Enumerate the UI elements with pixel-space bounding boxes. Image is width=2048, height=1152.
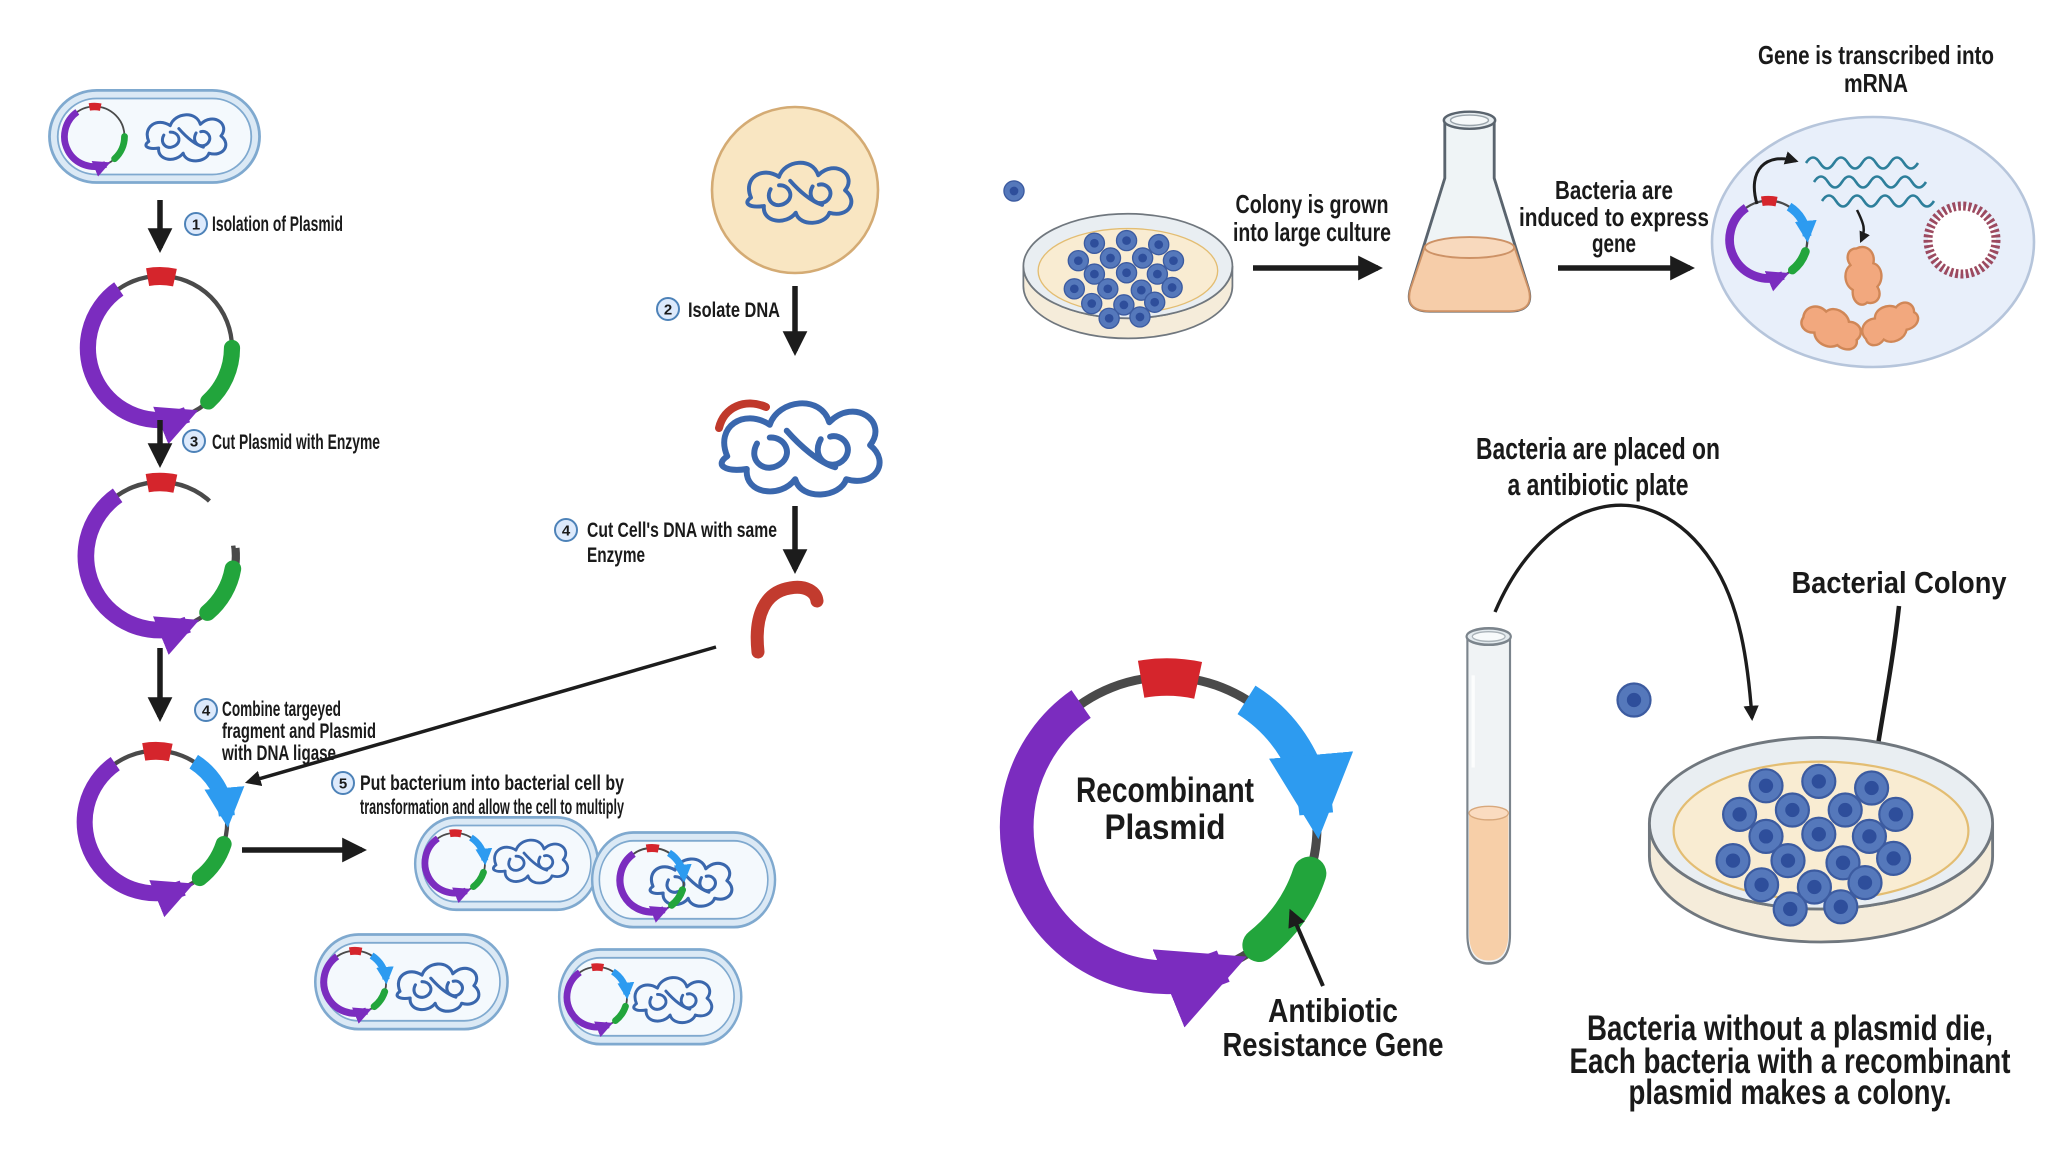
step-number: 2 <box>664 302 672 319</box>
transcription-arrow-icon <box>1752 151 1799 205</box>
svg-text:Gene is transcribed into: Gene is transcribed into <box>1758 40 1994 70</box>
resistance-gene-arrow-icon <box>1288 908 1325 987</box>
svg-text:Recombinant: Recombinant <box>1076 771 1254 810</box>
svg-text:Bacteria are placed on: Bacteria are placed on <box>1476 431 1720 466</box>
svg-text:a antibiotic plate: a antibiotic plate <box>1508 467 1689 502</box>
step-number: 4 <box>562 523 571 540</box>
transformed-cell-c <box>313 933 509 1031</box>
step-4-combine: 4 Combine targeyed fragment and Plasmid … <box>194 698 376 765</box>
step-label: Isolate DNA <box>688 299 780 322</box>
step-badge <box>182 429 206 453</box>
cell-membrane-icon <box>413 816 600 912</box>
translation-arrow-icon <box>1855 209 1870 244</box>
recombinant-plasmid-label: Recombinant Plasmid <box>1076 771 1254 847</box>
fragment-to-plasmid-arrow-icon <box>244 645 717 787</box>
svg-text:Plasmid: Plasmid <box>1105 808 1226 847</box>
bacterial-colony-label: Bacterial Colony <box>1792 565 2008 600</box>
donor-bacterium-cell <box>48 89 261 184</box>
target-gene-segment-icon <box>715 399 770 432</box>
step-label: transformation and allow the cell to mul… <box>360 796 624 819</box>
svg-text:induced to express: induced to express <box>1519 202 1709 232</box>
svg-text:Antibiotic: Antibiotic <box>1268 992 1398 1029</box>
svg-text:Resistance Gene: Resistance Gene <box>1223 1026 1444 1063</box>
step-badge <box>554 518 578 542</box>
step-number: 4 <box>202 703 211 720</box>
step-label: fragment and Plasmid <box>222 720 376 743</box>
step-number: 3 <box>190 434 198 451</box>
step-label: Cut Cell's DNA with same <box>587 519 777 542</box>
resistance-gene-label: Antibiotic Resistance Gene <box>1223 992 1444 1063</box>
step-label: Put bacterium into bacterial cell by <box>360 772 624 795</box>
source-cell <box>710 105 880 275</box>
svg-text:Bacteria without a plasmid die: Bacteria without a plasmid die, <box>1587 1009 1993 1048</box>
svg-text:mRNA: mRNA <box>1844 68 1908 98</box>
step-4-cut-dna: 4 Cut Cell's DNA with same Enzyme <box>554 518 777 567</box>
step-3: 3 Cut Plasmid with Enzyme <box>182 429 380 454</box>
colony-grown-label: Colony is grown into large culture <box>1233 189 1391 247</box>
expression-cell <box>1710 115 2036 369</box>
induce-label: Bacteria are induced to express gene <box>1519 175 1709 258</box>
isolated-dna-icon <box>715 399 880 494</box>
cell-membrane-icon <box>48 89 261 184</box>
cell-membrane-icon <box>1710 115 2036 369</box>
svg-text:gene: gene <box>1592 228 1636 258</box>
step-1: 1 Isolation of Plasmid <box>184 212 343 236</box>
step-number: 5 <box>339 776 347 793</box>
test-tube-icon <box>1464 626 1513 966</box>
step-label: Isolation of Plasmid <box>212 213 343 236</box>
svg-text:Colony is grown: Colony is grown <box>1236 189 1389 219</box>
step-badge <box>331 771 355 795</box>
plate-label: Bacteria are placed on a antibiotic plat… <box>1476 431 1720 502</box>
cut-plasmid-icon <box>86 482 238 630</box>
step-label: with DNA ligase <box>221 742 336 765</box>
transformed-cell-d <box>557 948 743 1046</box>
step-5: 5 Put bacterium into bacterial cell by t… <box>331 771 624 819</box>
cell-membrane-icon <box>710 105 880 275</box>
svg-text:Each bacteria with a recombina: Each bacteria with a recombinant <box>1570 1042 2011 1081</box>
conclusion-label: Bacteria without a plasmid die, Each bac… <box>1570 1009 2011 1112</box>
step-label: Enzyme <box>587 544 645 567</box>
transformed-cell-b <box>590 831 777 929</box>
ligated-recombinant-plasmid-icon <box>85 751 228 893</box>
transformed-cell-a <box>413 816 600 912</box>
step-label: Combine targeyed <box>222 698 341 721</box>
plating-arrow-icon <box>1493 503 1759 722</box>
antibiotic-plate-icon <box>1618 684 1993 943</box>
step-badge <box>194 698 218 722</box>
colony-plate-icon <box>1004 181 1232 338</box>
svg-text:into large culture: into large culture <box>1233 217 1391 247</box>
dna-fragment-icon <box>750 580 824 659</box>
step-badge <box>184 212 208 236</box>
step-label: Cut Plasmid with Enzyme <box>212 431 380 454</box>
culture-flask-icon <box>1407 110 1532 313</box>
transcribe-label: Gene is transcribed into mRNA <box>1758 40 1994 98</box>
isolated-plasmid-icon <box>88 276 232 420</box>
step-number: 1 <box>192 217 200 234</box>
nucleoid-ring-icon <box>1923 201 2001 279</box>
svg-text:plasmid makes a colony.: plasmid makes a colony. <box>1629 1073 1952 1112</box>
step-badge <box>656 297 680 321</box>
svg-text:Bacteria are: Bacteria are <box>1555 175 1673 205</box>
step-2: 2 Isolate DNA <box>656 297 780 322</box>
